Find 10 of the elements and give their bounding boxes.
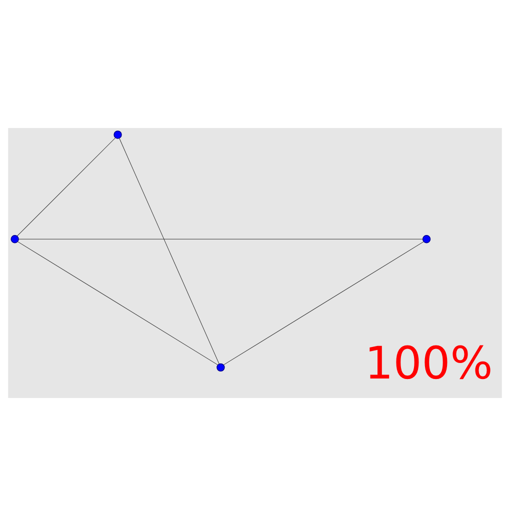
node-circle [216,362,225,372]
connector [223,240,424,365]
node-circle [10,234,19,243]
node-circle [422,234,431,243]
node-circle [114,130,122,138]
label: 100% [364,336,493,390]
connector [119,138,220,364]
connector [18,238,424,239]
connector [16,137,116,236]
connector [17,240,218,365]
